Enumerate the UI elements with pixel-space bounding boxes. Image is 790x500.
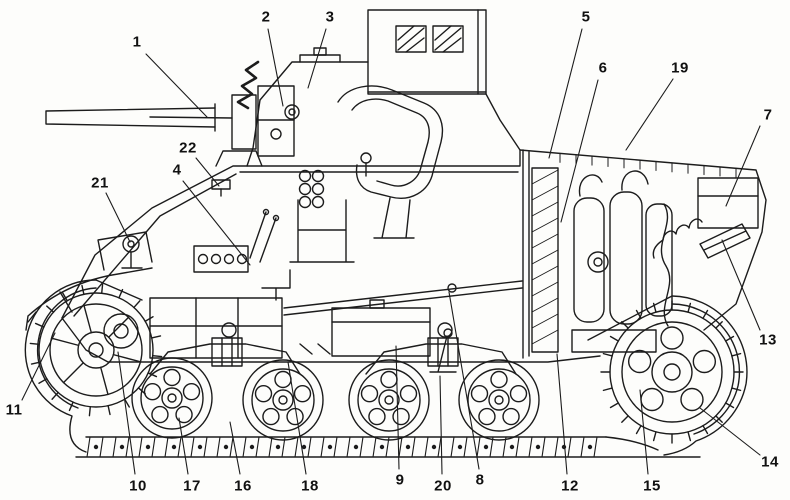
- suspension: [149, 322, 517, 375]
- track: [24, 279, 748, 458]
- air-cleaner: [697, 177, 759, 229]
- volute-spring: [211, 337, 243, 367]
- trunnion: [284, 104, 300, 120]
- leader-line-6: [560, 79, 599, 223]
- return-roller: [221, 322, 237, 338]
- road-wheels: [131, 357, 540, 441]
- bogie-frame: [365, 343, 517, 375]
- leader-line-12: [556, 353, 568, 475]
- road-wheel: [131, 357, 213, 439]
- leader-line-22: [195, 157, 220, 187]
- oil-pan: [571, 329, 657, 353]
- radiator-hatching: [531, 169, 559, 345]
- volute-spring: [427, 337, 459, 367]
- leader-line-17: [178, 417, 189, 475]
- leader-line-21: [105, 192, 131, 243]
- intake-pipes: [578, 170, 649, 197]
- transmission: [149, 297, 283, 359]
- leader-line-2: [267, 28, 284, 107]
- leader-lines: [21, 28, 761, 475]
- front-drive-sprocket: [29, 283, 163, 417]
- track-return-run: [95, 279, 673, 341]
- leader-line-5: [548, 28, 583, 159]
- gun-barrel: [45, 107, 216, 128]
- brush-guard: [97, 231, 153, 271]
- fan-pulley: [587, 251, 609, 273]
- leader-line-10: [117, 351, 136, 475]
- cupola: [299, 54, 341, 63]
- front-fittings: [25, 231, 153, 331]
- flexible-hose: [652, 218, 703, 259]
- leader-line-3: [307, 28, 327, 89]
- road-wheel: [348, 359, 430, 441]
- exhaust-pipe: [660, 203, 671, 327]
- driver-hood: [215, 150, 263, 167]
- deck-louvres: [559, 152, 737, 178]
- driver-seat: [261, 269, 291, 301]
- leader-line-15: [639, 389, 649, 475]
- gun-mount: [257, 85, 295, 157]
- ammo-rack: [298, 169, 325, 209]
- engine-cylinder: [645, 203, 673, 317]
- main-gun: [45, 60, 295, 157]
- track-front-wrap: [24, 279, 97, 453]
- engine-cylinder: [609, 191, 643, 325]
- radiator: [531, 167, 559, 353]
- instrument-panel: [193, 245, 249, 273]
- track-rear-wrap: [663, 295, 748, 456]
- leader-line-19: [625, 78, 674, 151]
- bogie-frame: [149, 343, 301, 375]
- leader-line-13: [721, 239, 761, 331]
- leader-line-11: [21, 332, 56, 401]
- leader-line-1: [145, 53, 208, 118]
- leader-line-14: [699, 407, 761, 456]
- engine-compartment: [531, 152, 759, 353]
- gun-mantlet: [231, 94, 257, 150]
- air-intake-duct: [699, 223, 751, 259]
- fuel-tank: [331, 307, 431, 357]
- hatch-left: [395, 25, 427, 53]
- front-fender: [25, 267, 153, 331]
- gun-breech-assembly: [337, 85, 444, 239]
- leader-line-16: [229, 421, 241, 475]
- engine-cylinder: [573, 197, 605, 323]
- road-wheel: [242, 359, 324, 441]
- leader-line-9: [395, 345, 400, 470]
- drive-shaft: [283, 280, 523, 316]
- recoil-spring: [236, 60, 260, 110]
- turret-rear-box: [367, 9, 487, 95]
- hatch-right: [432, 25, 464, 53]
- final-drive-housing: [103, 313, 139, 349]
- leader-line-8: [448, 291, 480, 470]
- leader-line-18: [287, 361, 307, 475]
- hull-outline: [61, 149, 767, 363]
- return-roller: [437, 322, 453, 338]
- turret-basket: [289, 199, 355, 263]
- leader-line-20: [439, 375, 443, 475]
- leader-line-4: [182, 180, 251, 266]
- road-wheel: [458, 359, 540, 441]
- steering-levers: [249, 211, 277, 263]
- elevating-handle: [360, 152, 372, 164]
- tow-hook: [27, 311, 37, 323]
- leader-line-7: [725, 125, 761, 207]
- turret-front: [259, 61, 369, 101]
- pedals: [299, 343, 331, 355]
